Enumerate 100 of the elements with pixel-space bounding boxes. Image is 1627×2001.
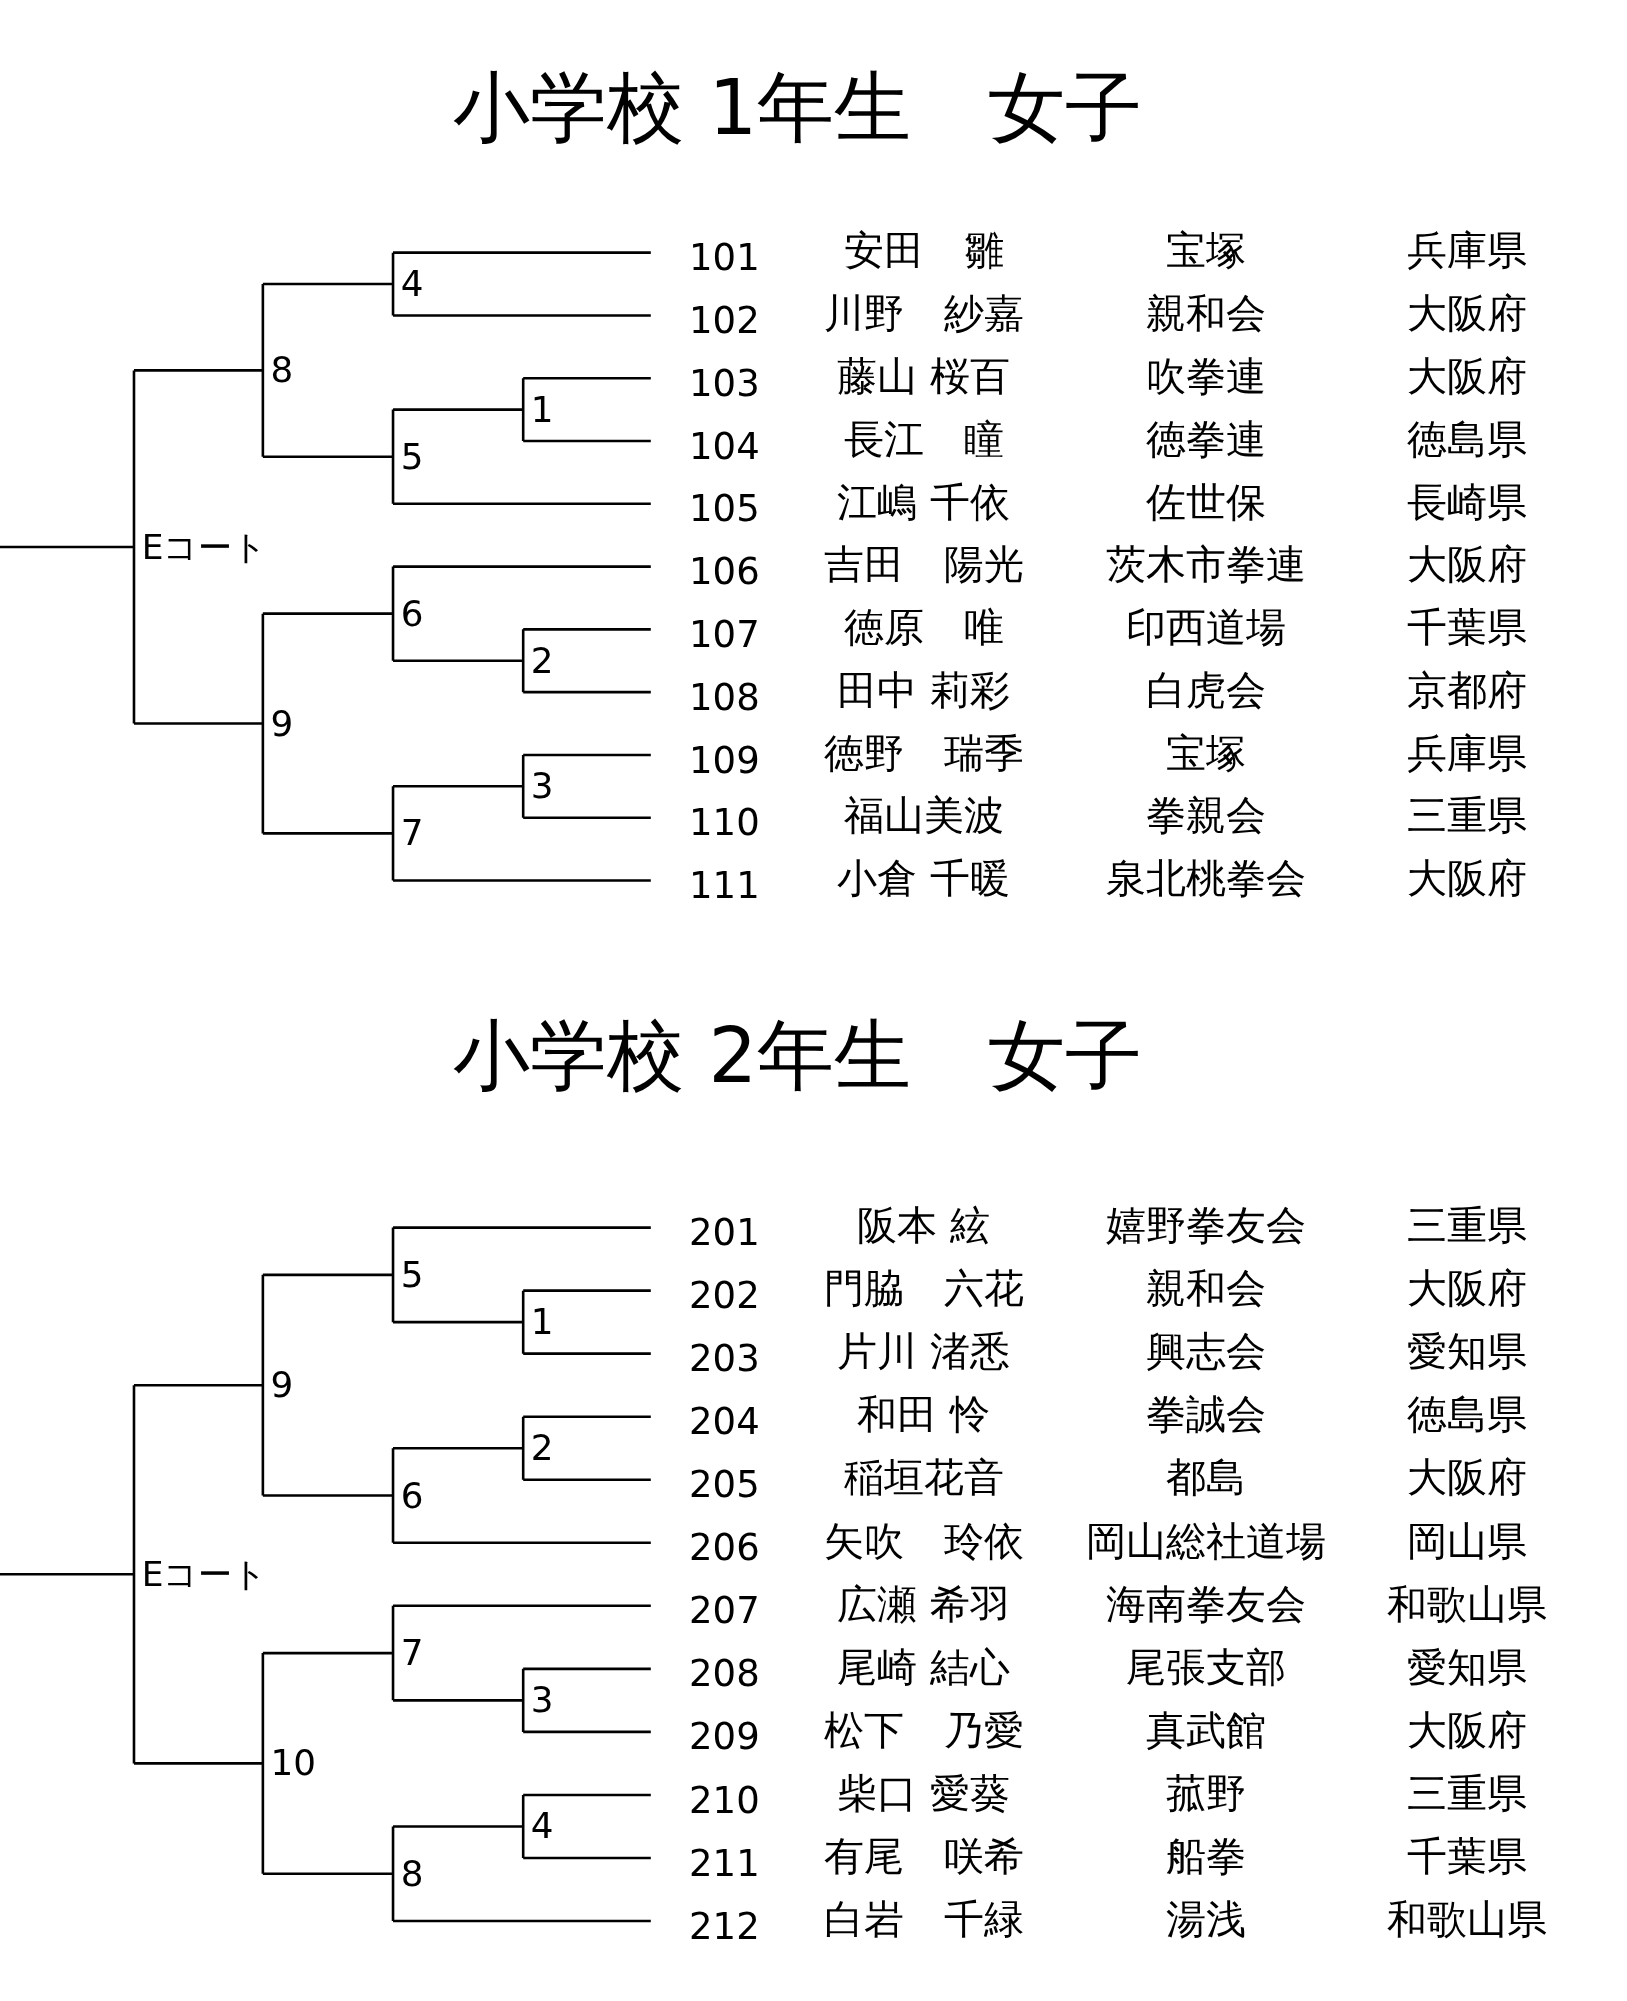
player-name: 安田 雛 [843, 231, 1004, 271]
entry-number: 206 [689, 1529, 760, 1567]
club-name: 船拳 [1165, 1836, 1246, 1877]
player-name: 徳原 唯 [843, 608, 1004, 648]
entry-number: 202 [689, 1277, 760, 1315]
player-name: 徳野 瑞季 [823, 733, 1024, 774]
prefecture-name: 和歌山県 [1387, 1899, 1548, 1940]
entry-number: 208 [689, 1655, 760, 1693]
club-name: 嬉野拳友会 [1105, 1206, 1306, 1246]
prefecture-name: 大阪府 [1407, 545, 1528, 585]
match-number: 7 [400, 815, 424, 852]
match-number: 2 [530, 642, 554, 679]
prefecture-name: 大阪府 [1407, 356, 1528, 397]
entry-number: 103 [689, 364, 760, 402]
player-name: 尾崎 結心 [837, 1647, 1010, 1688]
match-number: 6 [400, 595, 424, 632]
club-name: 拳誠会 [1145, 1395, 1266, 1435]
club-name: 尾張支部 [1125, 1647, 1286, 1688]
entry-number: 106 [689, 553, 760, 591]
entry-number: 102 [689, 302, 760, 340]
entry-number: 105 [689, 490, 760, 528]
match-number: 5 [400, 438, 424, 475]
club-name: 興志会 [1145, 1332, 1266, 1372]
prefecture-name: 三重県 [1407, 1773, 1528, 1814]
prefecture-name: 大阪府 [1407, 1269, 1528, 1309]
prefecture-name: 岡山県 [1407, 1521, 1528, 1562]
entry-number: 211 [689, 1844, 760, 1882]
prefecture-name: 三重県 [1407, 1206, 1528, 1246]
entry-number: 204 [689, 1403, 760, 1441]
match-number: 7 [400, 1635, 424, 1671]
prefecture-name: 大阪府 [1407, 1458, 1528, 1498]
prefecture-name: 京都府 [1407, 670, 1528, 711]
club-name: 真武館 [1145, 1710, 1266, 1751]
club-name: 吹拳連 [1145, 356, 1266, 397]
prefecture-name: 大阪府 [1407, 294, 1528, 334]
prefecture-name: 愛知県 [1407, 1332, 1528, 1372]
club-name: 茨木市拳連 [1105, 545, 1306, 585]
prefecture-name: 兵庫県 [1407, 733, 1528, 774]
player-name: 吉田 陽光 [823, 545, 1024, 585]
entry-number: 207 [689, 1592, 760, 1630]
club-name: 海南拳友会 [1105, 1584, 1306, 1625]
entry-number: 108 [689, 678, 760, 716]
club-name: 徳拳連 [1145, 419, 1266, 460]
club-name: 宝塚 [1165, 231, 1246, 271]
match-number: 6 [400, 1477, 424, 1514]
prefecture-name: 大阪府 [1407, 1710, 1528, 1751]
player-name: 阪本 絃 [857, 1206, 990, 1246]
club-name: 湯浅 [1165, 1899, 1246, 1940]
prefecture-name: 徳島県 [1407, 1395, 1528, 1435]
entry-number: 101 [689, 239, 760, 277]
player-name: 松下 乃愛 [823, 1710, 1024, 1751]
prefecture-name: 和歌山県 [1387, 1584, 1548, 1625]
section-title: 小学校 1年生 女子 [453, 69, 1143, 147]
entry-number: 111 [689, 867, 760, 905]
player-name: 長江 瞳 [843, 419, 1004, 460]
entry-number: 104 [689, 427, 760, 465]
prefecture-name: 三重県 [1407, 796, 1528, 836]
match-number: 4 [530, 1808, 554, 1845]
player-name: 小倉 千暖 [837, 859, 1010, 899]
player-name: 川野 紗嘉 [823, 294, 1024, 334]
player-name: 稲垣花音 [843, 1458, 1004, 1498]
entry-number: 109 [689, 741, 760, 779]
prefecture-name: 兵庫県 [1407, 231, 1528, 271]
court-label: Eコート [141, 529, 268, 565]
player-name: 柴口 愛葵 [837, 1773, 1010, 1814]
match-number: 3 [530, 1682, 554, 1719]
club-name: 親和会 [1145, 1269, 1266, 1309]
match-number: 9 [270, 1367, 294, 1403]
club-name: 印西道場 [1125, 608, 1286, 648]
prefecture-name: 徳島県 [1407, 419, 1528, 460]
player-name: 江嶋 千依 [837, 482, 1010, 523]
prefecture-name: 千葉県 [1407, 608, 1528, 648]
player-name: 広瀬 希羽 [837, 1584, 1010, 1625]
entry-number: 210 [689, 1781, 760, 1819]
player-name: 藤山 桜百 [837, 356, 1010, 397]
match-number: 1 [530, 391, 554, 428]
prefecture-name: 長崎県 [1407, 482, 1528, 523]
club-name: 岡山総社道場 [1085, 1521, 1326, 1562]
player-name: 和田 怜 [857, 1395, 990, 1435]
player-name: 片川 渚悉 [837, 1332, 1010, 1372]
club-name: 菰野 [1165, 1773, 1246, 1814]
club-name: 拳親会 [1145, 796, 1266, 836]
match-number: 3 [530, 768, 554, 805]
match-number: 4 [400, 266, 424, 302]
club-name: 白虎会 [1145, 670, 1266, 711]
player-name: 矢吹 玲依 [823, 1521, 1024, 1562]
player-name: 有尾 咲希 [823, 1836, 1024, 1877]
club-name: 都島 [1165, 1458, 1246, 1498]
club-name: 泉北桃拳会 [1105, 859, 1306, 899]
entry-number: 203 [689, 1340, 760, 1378]
prefecture-name: 大阪府 [1407, 859, 1528, 899]
entry-number: 212 [689, 1907, 760, 1945]
entry-number: 110 [689, 804, 760, 842]
match-number: 8 [270, 352, 294, 389]
entry-number: 209 [689, 1718, 760, 1756]
prefecture-name: 愛知県 [1407, 1647, 1528, 1688]
court-label: Eコート [141, 1557, 268, 1592]
club-name: 佐世保 [1145, 482, 1266, 523]
match-number: 2 [530, 1430, 554, 1466]
player-name: 門脇 六花 [823, 1269, 1024, 1309]
